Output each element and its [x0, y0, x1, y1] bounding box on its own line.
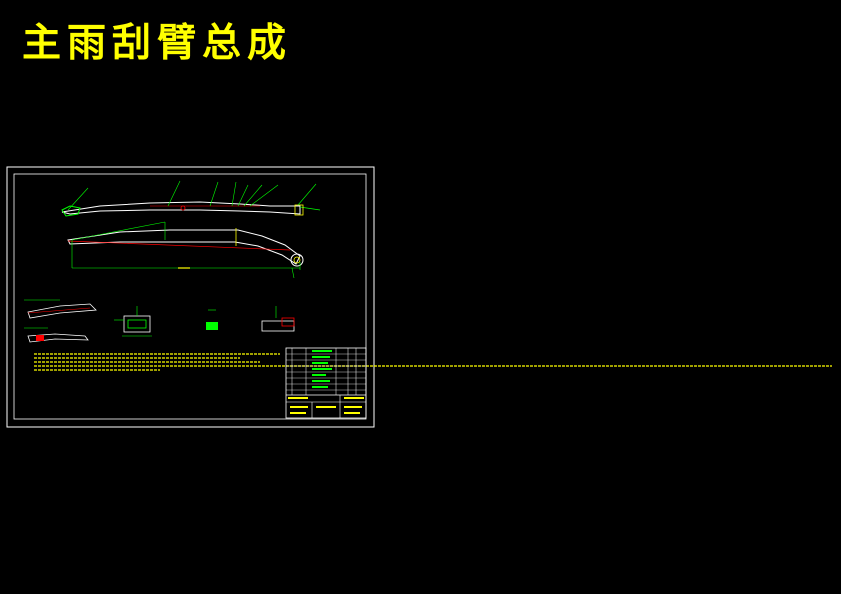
top-view-leaders	[67, 180, 317, 211]
detail-view-d	[261, 306, 295, 332]
sheet-outer-border	[6, 166, 375, 428]
drawing-title: 主雨刮臂总成	[22, 21, 293, 66]
arm-top-view	[61, 201, 321, 217]
detail-view-c	[206, 309, 218, 330]
detail-view-b	[114, 306, 152, 337]
title-block	[285, 347, 367, 419]
arm-side-view	[67, 221, 304, 279]
technical-notes	[34, 353, 832, 371]
detail-view-a	[24, 299, 97, 343]
sheet-inner-border	[13, 173, 367, 420]
